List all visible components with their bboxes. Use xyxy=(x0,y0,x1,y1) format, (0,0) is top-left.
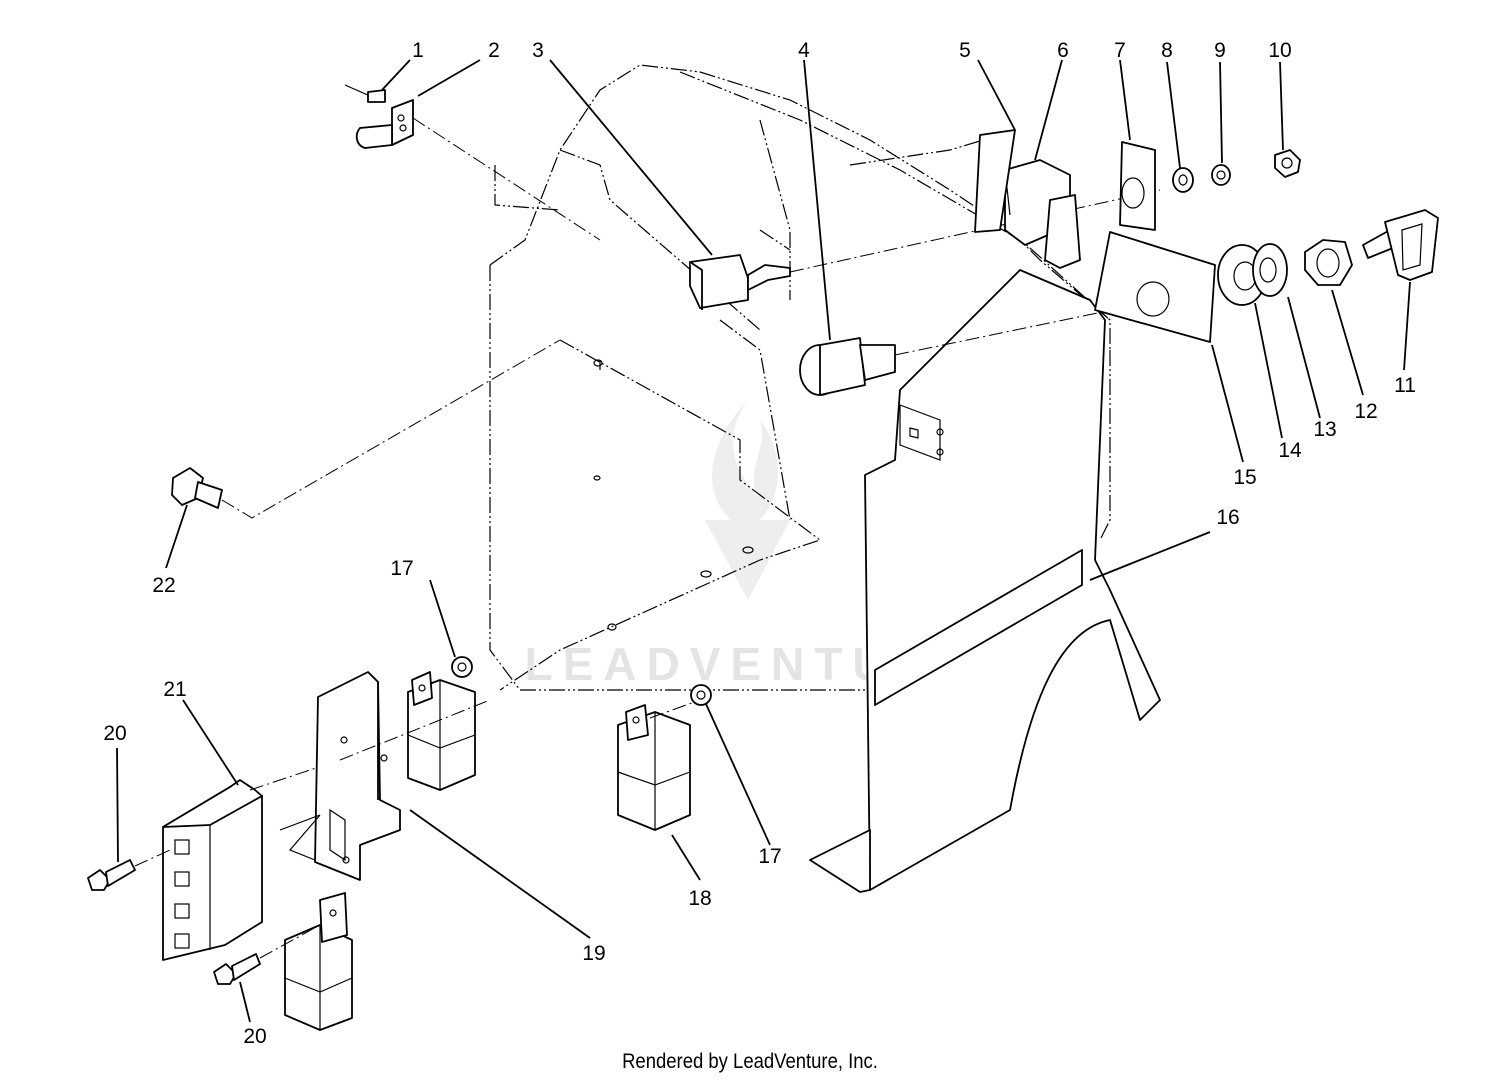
relay-lower xyxy=(284,892,353,1031)
footer-credit: Rendered by LeadVenture, Inc. xyxy=(622,1050,878,1073)
callout-1: 1 xyxy=(412,39,424,62)
part-21-module xyxy=(162,759,341,961)
leader-lines xyxy=(116,59,1411,1023)
part-1-pin xyxy=(344,84,386,103)
callout-14: 14 xyxy=(1278,439,1302,462)
part-8-washer xyxy=(1172,167,1194,193)
part-22-bolt xyxy=(171,339,561,519)
callout-22: 22 xyxy=(152,574,175,597)
callout-17-upper: 17 xyxy=(390,557,413,580)
callout-13: 13 xyxy=(1313,418,1336,441)
part-18-relay xyxy=(617,699,701,831)
relay-upper xyxy=(339,671,491,791)
callout-21: 21 xyxy=(163,678,186,701)
callout-19: 19 xyxy=(582,942,605,965)
part-11-key xyxy=(1362,209,1439,281)
callout-20-upper: 20 xyxy=(103,722,126,745)
callout-10: 10 xyxy=(1268,39,1291,62)
callout-11: 11 xyxy=(1394,374,1416,397)
callout-3: 3 xyxy=(532,39,544,62)
callout-8: 8 xyxy=(1161,39,1173,62)
callout-2: 2 xyxy=(488,39,500,62)
part-17-nut-upper xyxy=(451,656,473,678)
callout-17-lower: 17 xyxy=(758,845,781,868)
part-7-plate xyxy=(1119,141,1156,231)
part-13-washer xyxy=(1252,243,1288,297)
part-6-hour-meter xyxy=(974,129,1081,269)
mounting-plate xyxy=(499,339,822,691)
part-10-nut xyxy=(1274,149,1301,178)
side-panel xyxy=(809,269,1161,893)
part-4-ignition-switch xyxy=(799,299,1161,396)
part-2-bracket xyxy=(355,99,601,241)
callout-9: 9 xyxy=(1214,39,1226,62)
part-20-bolt-upper xyxy=(87,849,171,891)
callout-16: 16 xyxy=(1216,506,1239,529)
part-19-bracket xyxy=(279,671,401,881)
callout-15: 15 xyxy=(1233,466,1256,489)
part-15-decal xyxy=(1094,231,1216,343)
callout-5: 5 xyxy=(959,39,971,62)
callout-18: 18 xyxy=(688,887,711,910)
part-12-nut xyxy=(1304,239,1353,286)
callout-6: 6 xyxy=(1057,39,1069,62)
part-3-switch xyxy=(689,189,1161,310)
callout-7: 7 xyxy=(1114,39,1126,62)
callout-20-lower: 20 xyxy=(243,1025,266,1048)
callout-labels: 1 2 3 4 5 6 7 8 9 10 11 12 13 14 15 16 1… xyxy=(103,39,1416,1048)
callout-4: 4 xyxy=(798,39,810,62)
part-20-bolt-lower xyxy=(213,924,321,985)
part-9-washer xyxy=(1211,164,1231,186)
callout-12: 12 xyxy=(1354,400,1377,423)
part-17-nut-lower xyxy=(690,684,712,706)
